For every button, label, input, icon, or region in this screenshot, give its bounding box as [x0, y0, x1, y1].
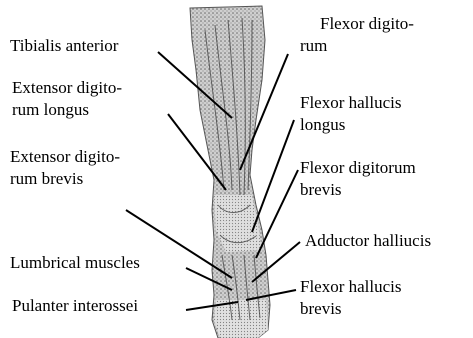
foot-region: [214, 300, 268, 338]
label-pulanter-interossei: Pulanter interossei: [12, 295, 138, 317]
label-lumbrical-muscles: Lumbrical muscles: [10, 252, 140, 274]
label-flexor-digitorum: Flexor digito- rum: [300, 13, 414, 57]
leader-flexor-digitorum-brevis: [256, 170, 298, 258]
label-extensor-digitorum-brevis: Extensor digito- rum brevis: [10, 146, 120, 190]
label-flexor-hallucis-longus: Flexor hallucis longus: [300, 92, 402, 136]
leader-flexor-hallucis-longus: [252, 120, 294, 232]
label-extensor-digitorum-longus: Extensor digito- rum longus: [12, 77, 172, 121]
label-flexor-digitorum-brevis: Flexor digitorum brevis: [300, 157, 416, 201]
label-tibialis-anterior: Tibialis anterior: [10, 35, 118, 57]
label-flexor-hallucis-brevis: Flexor hallucis brevis: [300, 276, 402, 320]
label-adductor-halliucis: Adductor halliucis: [305, 230, 431, 252]
